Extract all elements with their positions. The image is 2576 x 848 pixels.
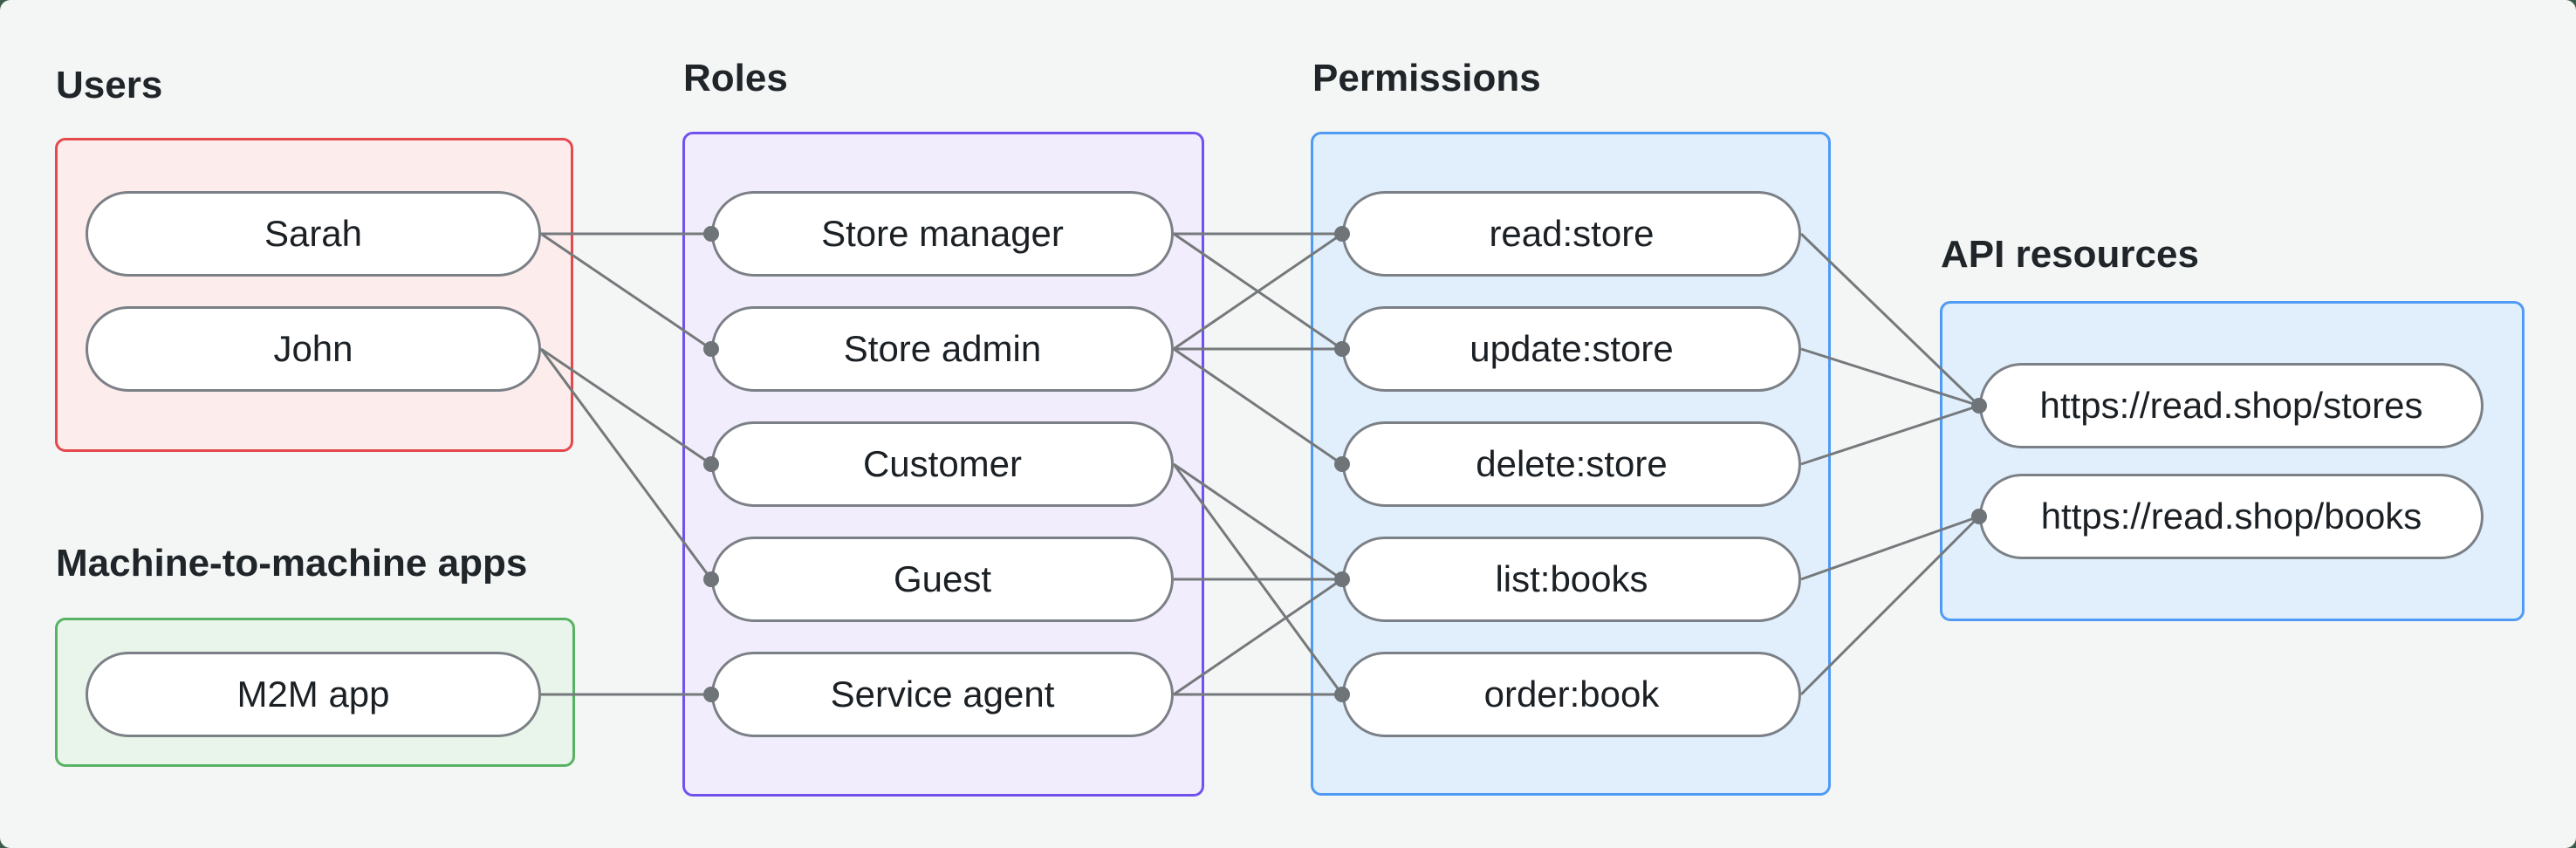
node-label: order:book [1483, 674, 1660, 715]
node-label: read:store [1489, 213, 1655, 254]
node-api-resource-books: https://read.shop/books [1979, 474, 2484, 559]
node-permission-update-store: update:store [1342, 306, 1801, 392]
api-resources-group-box [1940, 301, 2525, 621]
node-label: list:books [1495, 558, 1648, 599]
node-permission-list-books: list:books [1342, 537, 1801, 622]
node-label: Store manager [821, 213, 1064, 254]
node-label: Service agent [830, 674, 1055, 715]
node-role-guest: Guest [711, 537, 1174, 622]
node-api-resource-stores: https://read.shop/stores [1979, 363, 2484, 448]
node-label: M2M app [236, 674, 390, 715]
users-group-label: Users [56, 64, 163, 106]
node-user-john: John [86, 306, 541, 392]
node-permission-read-store: read:store [1342, 191, 1801, 277]
node-label: delete:store [1476, 443, 1668, 484]
node-label: Sarah [264, 213, 363, 254]
node-role-store-manager: Store manager [711, 191, 1174, 277]
node-user-sarah: Sarah [86, 191, 541, 277]
node-label: https://read.shop/books [2040, 496, 2422, 537]
node-role-service-agent: Service agent [711, 652, 1174, 737]
node-label: Store admin [843, 328, 1042, 369]
node-role-customer: Customer [711, 421, 1174, 507]
node-label: update:store [1470, 328, 1674, 369]
node-label: Guest [893, 558, 992, 599]
node-label: John [273, 328, 353, 369]
node-m2m-app: M2M app [86, 652, 541, 737]
node-permission-order-book: order:book [1342, 652, 1801, 737]
api-resources-group-label: API resources [1941, 233, 2199, 276]
roles-group-label: Roles [683, 57, 788, 99]
permissions-group-label: Permissions [1312, 57, 1541, 99]
node-role-store-admin: Store admin [711, 306, 1174, 392]
node-permission-delete-store: delete:store [1342, 421, 1801, 507]
m2m-apps-group-label: Machine-to-machine apps [56, 542, 528, 585]
node-label: https://read.shop/stores [2039, 385, 2423, 426]
users-group-box [55, 138, 573, 452]
node-label: Customer [862, 443, 1023, 484]
